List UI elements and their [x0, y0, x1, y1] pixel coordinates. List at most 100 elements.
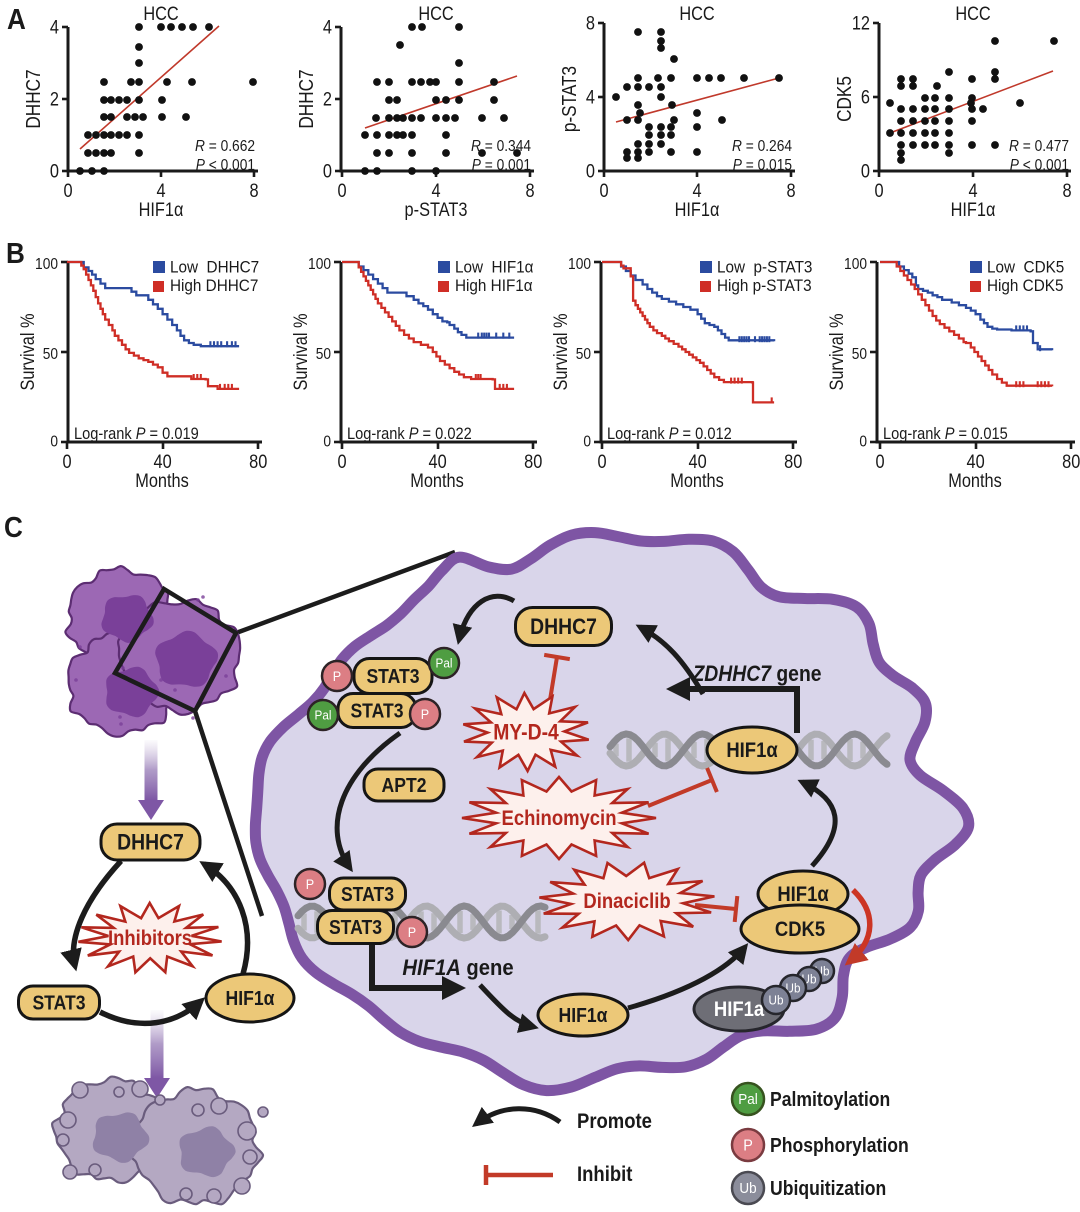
svg-text:0: 0: [583, 433, 591, 451]
svg-text:Inhibitors: Inhibitors: [108, 927, 192, 950]
svg-text:80: 80: [249, 451, 267, 472]
svg-text:0: 0: [62, 451, 71, 472]
svg-text:100: 100: [35, 255, 58, 273]
svg-text:CDK5: CDK5: [833, 76, 856, 122]
svg-text:40: 40: [967, 451, 985, 472]
svg-text:0: 0: [323, 433, 331, 451]
svg-text:Low DHHC7: Low DHHC7: [170, 258, 259, 277]
svg-text:P: P: [333, 668, 342, 684]
svg-text:80: 80: [784, 451, 802, 472]
svg-text:50: 50: [852, 345, 867, 363]
svg-text:4: 4: [323, 16, 332, 37]
svg-text:80: 80: [1062, 451, 1080, 472]
svg-text:0: 0: [599, 180, 608, 201]
svg-text:DHHC7: DHHC7: [117, 830, 184, 854]
svg-text:ZDHHC7 gene: ZDHHC7 gene: [692, 662, 822, 686]
svg-text:B: B: [6, 237, 25, 270]
svg-text:0: 0: [597, 451, 606, 472]
svg-text:Low HIF1α: Low HIF1α: [455, 258, 533, 277]
svg-text:6: 6: [861, 86, 870, 107]
svg-text:0: 0: [337, 451, 346, 472]
svg-text:DHHC7: DHHC7: [22, 69, 45, 128]
svg-text:40: 40: [154, 451, 172, 472]
svg-text:P: P: [408, 924, 417, 940]
svg-text:HIF1a: HIF1a: [714, 998, 765, 1021]
svg-text:0: 0: [337, 180, 346, 201]
svg-text:0: 0: [586, 160, 595, 181]
svg-text:Months: Months: [135, 470, 189, 491]
svg-text:8: 8: [1062, 180, 1071, 201]
svg-text:Months: Months: [948, 470, 1002, 491]
svg-text:0: 0: [50, 433, 58, 451]
svg-text:0: 0: [861, 160, 870, 181]
svg-text:0: 0: [859, 433, 867, 451]
svg-text:STAT3: STAT3: [366, 665, 419, 687]
svg-text:Pal: Pal: [738, 1091, 757, 1108]
svg-text:STAT3: STAT3: [341, 883, 394, 905]
svg-text:Log-rank P = 0.015: Log-rank P = 0.015: [883, 425, 1008, 443]
svg-text:P < 0.001: P < 0.001: [196, 156, 255, 174]
svg-text:8: 8: [786, 180, 795, 201]
svg-text:12: 12: [852, 12, 870, 33]
svg-text:STAT3: STAT3: [350, 699, 403, 721]
svg-text:100: 100: [308, 255, 331, 273]
svg-text:p-STAT3: p-STAT3: [405, 199, 468, 220]
svg-text:4: 4: [968, 180, 977, 201]
svg-text:Inhibit: Inhibit: [577, 1163, 633, 1186]
svg-text:Survival %: Survival %: [290, 313, 311, 390]
svg-text:HIF1α: HIF1α: [559, 1004, 608, 1026]
svg-text:High HIF1α: High HIF1α: [455, 276, 533, 295]
svg-text:APT2: APT2: [382, 774, 427, 796]
svg-text:HIF1α: HIF1α: [675, 199, 720, 220]
svg-text:P: P: [421, 706, 430, 722]
svg-text:STAT3: STAT3: [32, 991, 85, 1013]
svg-text:HIF1α: HIF1α: [951, 199, 996, 220]
svg-text:STAT3: STAT3: [329, 916, 382, 938]
svg-text:50: 50: [316, 345, 331, 363]
svg-text:P < 0.001: P < 0.001: [1010, 156, 1069, 174]
svg-text:R = 0.662: R = 0.662: [195, 137, 255, 155]
svg-text:0: 0: [323, 160, 332, 181]
svg-text:MY-D-4: MY-D-4: [493, 720, 559, 744]
svg-text:100: 100: [844, 255, 867, 273]
svg-text:Ub: Ub: [769, 993, 784, 1008]
svg-text:P: P: [743, 1137, 753, 1155]
svg-text:R = 0.344: R = 0.344: [471, 137, 531, 155]
svg-text:2: 2: [323, 88, 332, 109]
svg-text:Log-rank P = 0.012: Log-rank P = 0.012: [607, 425, 732, 443]
svg-text:Log-rank P = 0.019: Log-rank P = 0.019: [74, 425, 199, 443]
svg-text:HCC: HCC: [418, 3, 454, 24]
svg-text:A: A: [7, 3, 26, 36]
svg-text:4: 4: [156, 180, 165, 201]
svg-text:4: 4: [431, 180, 440, 201]
svg-text:Low CDK5: Low CDK5: [987, 258, 1064, 277]
svg-text:HIF1α: HIF1α: [226, 987, 275, 1009]
svg-text:P = 0.001: P = 0.001: [472, 156, 531, 174]
svg-text:Dinaciclib: Dinaciclib: [583, 890, 670, 913]
svg-text:Promote: Promote: [577, 1110, 652, 1133]
svg-text:100: 100: [568, 255, 591, 273]
svg-text:Survival %: Survival %: [550, 313, 571, 390]
svg-text:Pal: Pal: [436, 656, 453, 671]
svg-text:HIF1α: HIF1α: [777, 883, 828, 906]
svg-text:Phosphorylation: Phosphorylation: [770, 1134, 909, 1156]
svg-text:High CDK5: High CDK5: [987, 276, 1063, 295]
svg-text:R = 0.477: R = 0.477: [1009, 137, 1069, 155]
svg-text:0: 0: [874, 180, 883, 201]
svg-text:Low p-STAT3: Low p-STAT3: [717, 258, 812, 277]
svg-text:CDK5: CDK5: [775, 918, 825, 941]
svg-text:4: 4: [692, 180, 701, 201]
svg-text:2: 2: [50, 88, 59, 109]
svg-text:Months: Months: [410, 470, 464, 491]
svg-text:80: 80: [524, 451, 542, 472]
svg-text:Ub: Ub: [786, 981, 801, 996]
svg-text:Ubiquitization: Ubiquitization: [770, 1177, 886, 1199]
svg-text:High DHHC7: High DHHC7: [170, 276, 258, 295]
svg-text:DHHC7: DHHC7: [295, 69, 318, 128]
svg-text:p-STAT3: p-STAT3: [558, 66, 581, 132]
svg-text:P: P: [306, 876, 315, 892]
svg-text:40: 40: [429, 451, 447, 472]
svg-text:HIF1α: HIF1α: [139, 199, 184, 220]
svg-text:8: 8: [586, 12, 595, 33]
svg-text:R = 0.264: R = 0.264: [732, 137, 792, 155]
